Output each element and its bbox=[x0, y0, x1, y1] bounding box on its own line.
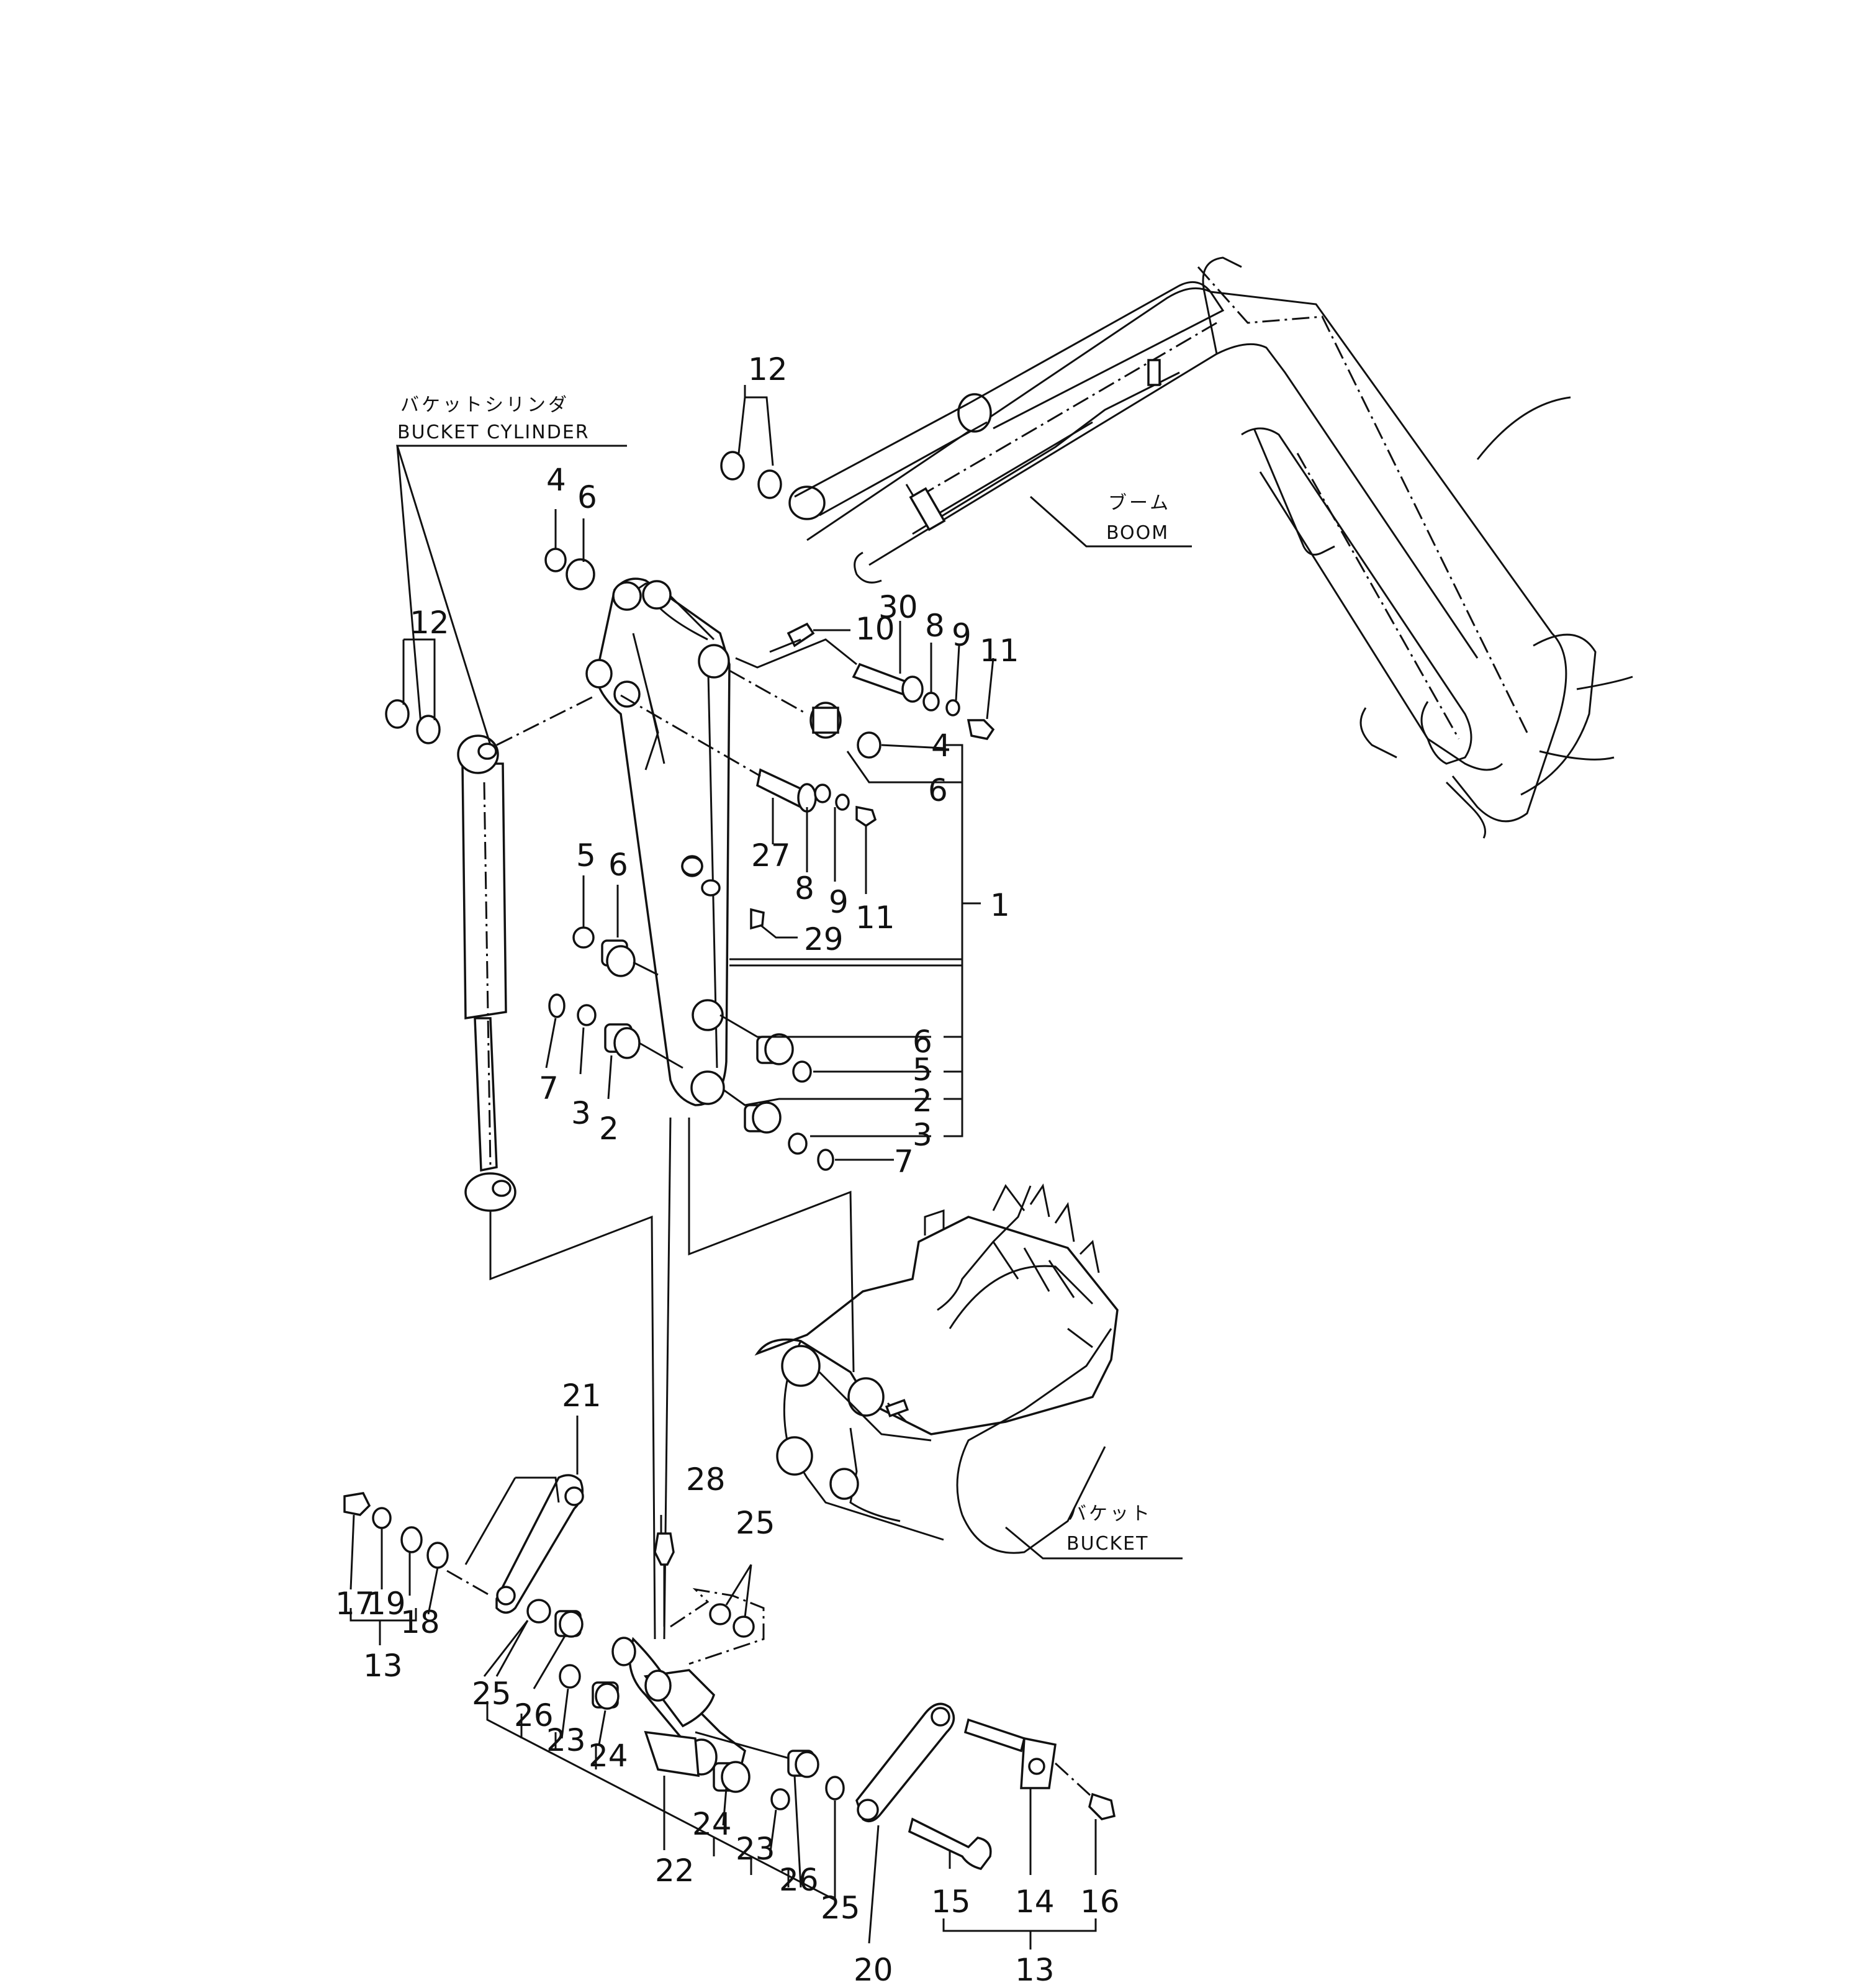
part-26-right: 26 bbox=[779, 1862, 819, 1898]
part-12-top: 12 bbox=[748, 351, 788, 387]
part-6-left: 6 bbox=[608, 847, 628, 883]
part-8-top: 8 bbox=[925, 608, 945, 644]
arm-top-hardware bbox=[544, 385, 995, 939]
pin-set-13-left bbox=[343, 1492, 449, 1636]
bucket-cylinder-label-jp: バケットシリンダ bbox=[400, 394, 569, 416]
part-number-labels: 12 4 6 30 8 9 11 10 12 4 6 27 8 9 11 5 6… bbox=[335, 351, 1120, 1988]
bottom-brackets bbox=[486, 1701, 836, 1902]
part-3-low: 3 bbox=[913, 1117, 932, 1153]
part-4-right: 4 bbox=[931, 728, 951, 764]
part-8-mid: 8 bbox=[795, 870, 814, 906]
bucket-cylinder-callout: バケットシリンダ BUCKET CYLINDER bbox=[395, 394, 627, 746]
part-25-left: 25 bbox=[472, 1676, 512, 1712]
part-27: 27 bbox=[751, 838, 791, 874]
part-9-top: 9 bbox=[952, 617, 972, 653]
boom-cylinder bbox=[794, 281, 1225, 531]
bucket-callout: バケット BUCKET bbox=[1005, 1503, 1183, 1560]
part-11-top: 11 bbox=[980, 633, 1019, 669]
boom-callout: ブーム BOOM bbox=[1030, 492, 1192, 548]
part-15: 15 bbox=[931, 1884, 971, 1920]
part-20: 20 bbox=[854, 1952, 893, 1988]
part-22: 22 bbox=[655, 1853, 695, 1889]
part-7-left: 7 bbox=[539, 1070, 559, 1106]
part-29: 29 bbox=[804, 921, 844, 957]
bucket bbox=[754, 1183, 1119, 1554]
part-1: 1 bbox=[990, 887, 1010, 923]
part-10: 10 bbox=[855, 611, 895, 647]
part-3-left: 3 bbox=[571, 1095, 591, 1131]
part-17: 17 bbox=[335, 1586, 375, 1622]
part-6-right: 6 bbox=[928, 772, 948, 808]
part-5-left: 5 bbox=[576, 838, 596, 874]
boom-outline bbox=[788, 256, 1633, 839]
bushings-25-top bbox=[670, 1564, 765, 1665]
part-2-low: 2 bbox=[913, 1083, 932, 1119]
part-23-left: 23 bbox=[546, 1722, 586, 1758]
arm-mid-hardware bbox=[545, 744, 981, 1171]
bucket-cylinder-label-en: BUCKET CYLINDER bbox=[397, 422, 590, 443]
part-4-top: 4 bbox=[546, 462, 566, 498]
link-20 bbox=[855, 1702, 955, 1944]
part-14: 14 bbox=[1015, 1884, 1055, 1920]
bucket-label-en: BUCKET bbox=[1066, 1533, 1148, 1555]
bushings-left bbox=[483, 1599, 620, 1745]
part-16: 16 bbox=[1080, 1884, 1120, 1920]
pin-set-13-right bbox=[908, 1718, 1116, 1950]
part-2-left: 2 bbox=[599, 1111, 619, 1147]
part-13-right: 13 bbox=[1015, 1952, 1055, 1988]
cylinder-shims bbox=[385, 638, 597, 746]
part-12-left: 12 bbox=[410, 605, 449, 641]
part-11-mid: 11 bbox=[855, 900, 895, 936]
part-21: 21 bbox=[562, 1378, 602, 1414]
part-26-left: 26 bbox=[514, 1697, 554, 1733]
boom-label-jp: ブーム bbox=[1108, 492, 1171, 514]
part-24-left: 24 bbox=[588, 1738, 628, 1774]
link-21 bbox=[446, 1416, 584, 1614]
part-13-left: 13 bbox=[363, 1648, 403, 1684]
part-9-mid: 9 bbox=[829, 884, 849, 920]
part-6-low: 6 bbox=[913, 1024, 932, 1060]
part-6-top: 6 bbox=[577, 479, 597, 515]
part-25-right: 25 bbox=[821, 1890, 860, 1926]
part-7-low: 7 bbox=[894, 1144, 914, 1180]
part-19: 19 bbox=[366, 1586, 406, 1622]
part-24-right: 24 bbox=[692, 1806, 732, 1842]
bucket-cylinder bbox=[457, 734, 516, 1212]
part-25-top: 25 bbox=[736, 1505, 775, 1541]
part-5-low: 5 bbox=[913, 1052, 932, 1088]
part-18: 18 bbox=[400, 1604, 440, 1640]
bushings-right bbox=[713, 1750, 845, 1888]
part-28: 28 bbox=[686, 1462, 726, 1498]
boom-label-en: BOOM bbox=[1106, 522, 1169, 544]
bucket-label-jp: バケット bbox=[1068, 1503, 1152, 1525]
part-23-right: 23 bbox=[736, 1831, 775, 1867]
part-30: 30 bbox=[878, 589, 918, 625]
